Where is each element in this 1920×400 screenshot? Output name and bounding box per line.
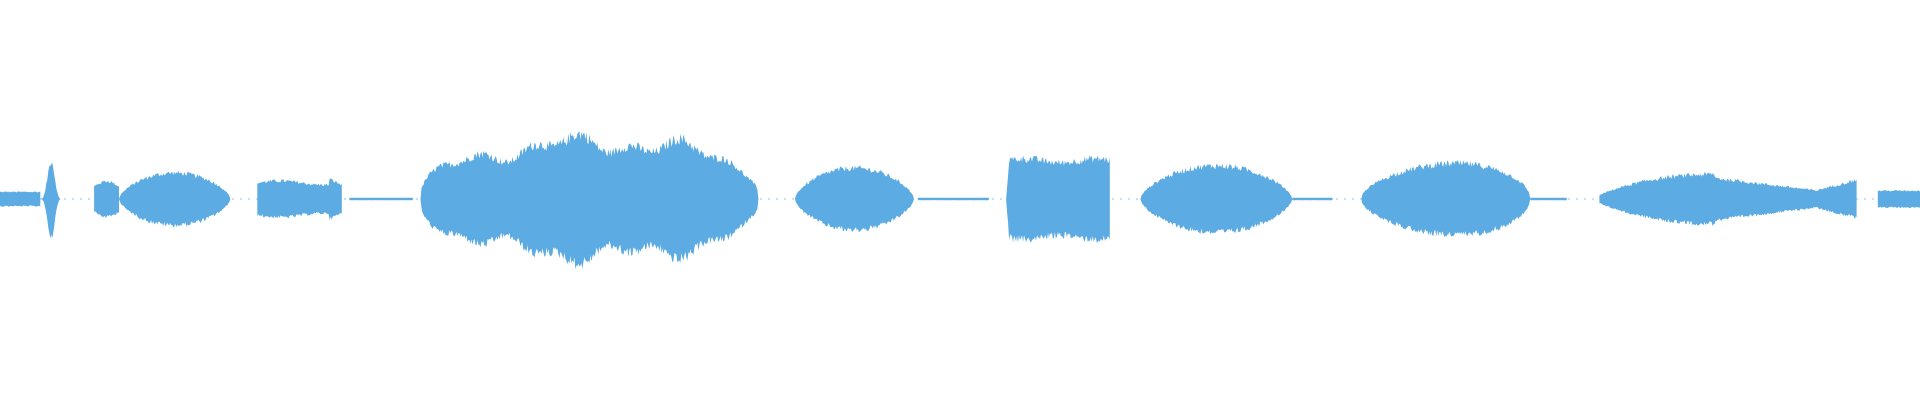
waveform-segment-11 (1140, 163, 1293, 235)
waveform-segment-4 (119, 170, 231, 228)
waveform-segment-14 (1530, 197, 1567, 201)
waveform-segment-15 (1599, 172, 1857, 226)
waveform-segment-12 (1292, 197, 1333, 201)
waveform-segment-8 (794, 165, 914, 233)
waveform-segments (0, 131, 1920, 270)
waveform-segment-3 (94, 180, 119, 219)
waveform-segment-6 (349, 197, 413, 201)
waveform-segment-7 (420, 131, 759, 270)
waveform-segment-5 (257, 178, 342, 221)
waveform-segment-16 (1877, 189, 1920, 209)
waveform-segment-1 (0, 191, 41, 207)
waveform-segment-10 (1006, 155, 1110, 243)
waveform-segment-2 (40, 162, 64, 239)
waveform-segment-9 (917, 197, 989, 201)
waveform-segment-13 (1361, 160, 1531, 238)
